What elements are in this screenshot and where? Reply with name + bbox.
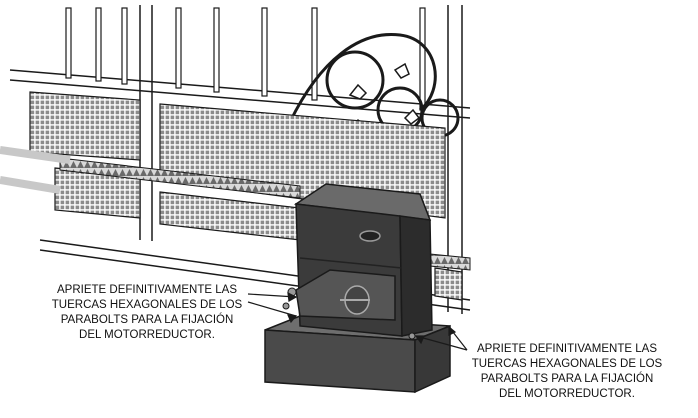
gear-rack — [59, 157, 471, 271]
callout-left: APRIETE DEFINITIVAMENTE LAS TUERCAS HEXA… — [2, 283, 292, 343]
callout-left-line-1: APRIETE DEFINITIVAMENTE LAS — [57, 284, 237, 296]
callout-right-line-4: DEL MOTORREDUCTOR. — [499, 388, 635, 400]
gate-bars — [65, 7, 426, 111]
motor-housing — [293, 183, 433, 337]
ground-rail — [0, 146, 71, 194]
callout-right: APRIETE DEFINITIVAMENTE LAS TUERCAS HEXA… — [438, 342, 696, 402]
callout-right-line-2: TUERCAS HEXAGONALES DE LOS — [471, 358, 663, 370]
callout-left-line-3: PARABOLTS PARA LA FIJACIÓN — [60, 314, 234, 326]
callout-right-line-3: PARABOLTS PARA LA FIJACIÓN — [480, 373, 654, 385]
callout-right-line-1: APRIETE DEFINITIVAMENTE LAS — [477, 343, 657, 355]
callout-left-line-4: DEL MOTORREDUCTOR. — [79, 329, 215, 341]
leader-lines — [247, 291, 468, 351]
gate-frame — [9, 5, 471, 314]
callout-left-line-2: TUERCAS HEXAGONALES DE LOS — [51, 299, 243, 311]
